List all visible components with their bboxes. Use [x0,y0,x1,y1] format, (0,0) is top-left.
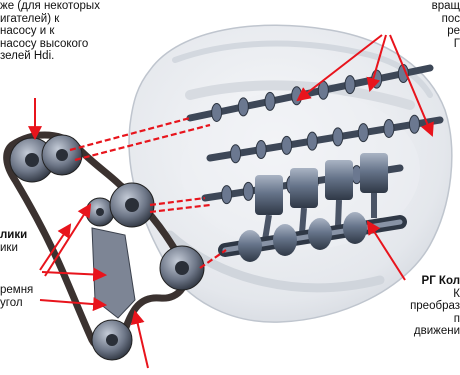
cam-lobe [231,145,241,163]
annotation-line: ремня [0,284,33,297]
cam-lobe [409,115,419,133]
annotation-line: же (для некоторых [0,0,100,13]
cam-lobe [222,186,232,204]
cam-lobe [265,92,275,110]
annotation-line: игателей) к [0,13,100,26]
cam-lobe [212,103,222,121]
annotation-line: вращ [432,0,460,13]
cam-lobe [358,124,368,142]
annotation-line: ре [432,25,460,38]
annotation-line: насосу высокого [0,38,100,51]
annotation-line: Г [432,38,460,51]
annotation-top-left: же (для некоторых игателей) к насосу и к… [0,0,100,63]
annotation-line: угол [0,297,33,310]
annotation-line: зелей Hdi. [0,50,100,63]
cam-lobe [307,132,317,150]
cam-lobe [333,128,343,146]
annotation-line: насосу и к [0,25,100,38]
annotation-title: лики [0,229,27,242]
annotation-line: К [410,288,460,301]
annotation-belt: ремня угол [0,284,33,309]
camshaft-pulley-2 [42,135,82,175]
crankshaft-pulley [160,246,204,290]
annotation-line: преобраз [410,300,460,313]
cam-lobe [256,141,266,159]
cam-lobe [238,98,248,116]
annotation-line: п [410,313,460,326]
cam-lobe [384,119,394,137]
annotation-top-right: вращ пос ре Г [432,0,460,50]
annotation-line: ики [0,242,27,255]
cam-lobe [243,182,253,200]
cam-lobe [292,87,302,105]
cam-lobe [345,76,355,94]
annotation-crankshaft: РГ Кол К преобраз п движени [410,275,460,338]
annotation-rollers: лики ики [0,229,27,254]
annotation-line: пос [432,13,460,26]
annotation-line: движени [410,325,460,338]
pump-pulley [110,183,154,227]
lower-pulley [92,320,132,360]
annotation-title: РГ Кол [410,275,460,288]
cam-lobe [282,136,292,154]
